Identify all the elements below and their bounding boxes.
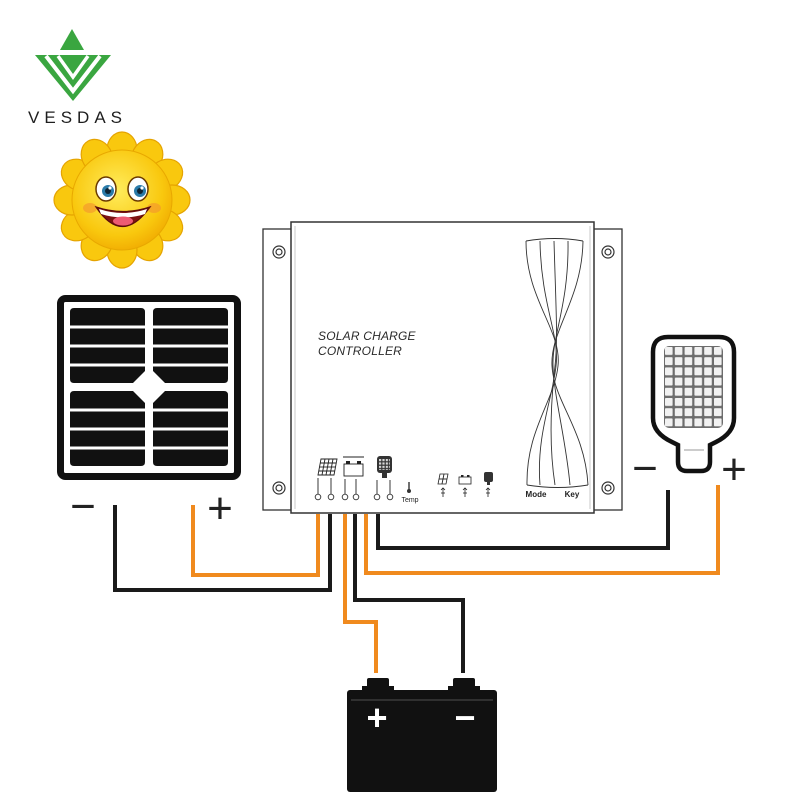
lamp-negative-wire [376, 490, 670, 550]
solar-panel-icon [57, 295, 241, 480]
terminal-screw [327, 493, 335, 501]
lamp-positive-wire [364, 485, 720, 575]
indicator-battery-body [458, 476, 472, 485]
vesdas-logo: VESDAS [28, 29, 122, 127]
battery-positive-label: + [366, 697, 387, 738]
terminal-screw [314, 493, 322, 501]
controller-swoosh-decoration [525, 238, 589, 488]
solar-busbars [68, 325, 230, 450]
battery-icon-terminal [346, 461, 350, 464]
controller-title-line-2: CONTROLLER [318, 344, 402, 358]
terminal-screws [314, 493, 394, 501]
indicator-arrow-head [462, 487, 468, 491]
panel-negative-wire [113, 505, 332, 592]
controller-body [290, 221, 595, 514]
indicator-arrow-head [485, 487, 491, 491]
battery-icon: + − [347, 678, 497, 792]
terminal-solar-icon [317, 458, 338, 476]
thermometer-icon [407, 482, 411, 493]
terminal-battery-icon [343, 456, 364, 477]
panel-positive-wire [191, 505, 320, 577]
battery-icon-terminal [357, 461, 361, 464]
battery-negative-label: − [454, 697, 475, 738]
sun-tongue [113, 216, 133, 226]
terminal-screw [386, 493, 394, 501]
lamp-icon-neck [382, 473, 387, 478]
controller-title-line-1: SOLAR CHARGE [318, 329, 417, 343]
lamp-positive-label: + [721, 445, 747, 494]
swoosh-line [526, 484, 589, 488]
terminal-leads [317, 478, 391, 494]
logo-wordmark: VESDAS [28, 108, 122, 127]
terminal-screw [373, 493, 381, 501]
mounting-hole-inner [604, 248, 612, 256]
swoosh-line [525, 240, 559, 486]
battery-icon-body [343, 463, 364, 477]
wires [113, 485, 720, 673]
sun-right-cheek [147, 203, 161, 213]
swoosh-line [551, 240, 589, 486]
charge-controller-icon: SOLAR CHARGE CONTROLLER [262, 221, 623, 514]
lamp-negative-label: − [632, 444, 658, 493]
logo-v-stripe-outer [44, 54, 102, 95]
sun-face [71, 149, 173, 251]
battery-positive-wire [343, 514, 378, 673]
logo-v-stripe-inner [56, 54, 90, 81]
thermometer-bulb [407, 489, 411, 493]
indicator-solar-icon [437, 473, 449, 485]
sun-right-eye-glint [140, 186, 144, 190]
battery-negative-wire [353, 514, 465, 673]
indicator-lamp-icon [484, 472, 493, 485]
panel-negative-label: − [70, 482, 96, 531]
lamp-icon-leds [379, 459, 390, 470]
indicator-arrows [440, 487, 491, 497]
battery-body [347, 690, 497, 792]
swoosh-line [538, 240, 557, 486]
mounting-hole-inner [275, 248, 283, 256]
terminal-screw [352, 493, 360, 501]
controller-right-flange [592, 228, 623, 511]
terminal-lamp-icon [377, 456, 392, 478]
mounting-hole-inner [275, 484, 283, 492]
lamp-led-grid [664, 346, 723, 428]
terminal-screw [341, 493, 349, 501]
sun-teeth [99, 209, 147, 218]
smiling-sun-icon [53, 131, 191, 269]
battery-positive-terminal-base [362, 686, 394, 692]
indicator-battery-terminal [461, 475, 464, 477]
swoosh-line [550, 240, 557, 486]
mode-label: Mode [526, 490, 547, 499]
temp-label: Temp [401, 497, 418, 504]
sun-left-cheek [83, 203, 97, 213]
indicator-battery-terminal [467, 475, 470, 477]
swoosh-line [525, 238, 584, 242]
indicator-lamp-neck [487, 482, 490, 485]
mounting-holes [272, 245, 615, 495]
controller-left-flange [262, 228, 293, 511]
mounting-hole-inner [604, 484, 612, 492]
indicator-battery-icon [458, 475, 472, 485]
indicator-arrow-head [440, 487, 446, 491]
indicator-lamp-head [484, 472, 493, 482]
panel-positive-label: + [207, 484, 233, 533]
swoosh-line [552, 240, 571, 486]
key-label: Key [565, 490, 580, 499]
street-lamp-icon [650, 334, 737, 474]
logo-top-triangle [60, 29, 84, 50]
battery-negative-terminal-base [448, 686, 480, 692]
sun-left-eye-glint [108, 186, 112, 190]
